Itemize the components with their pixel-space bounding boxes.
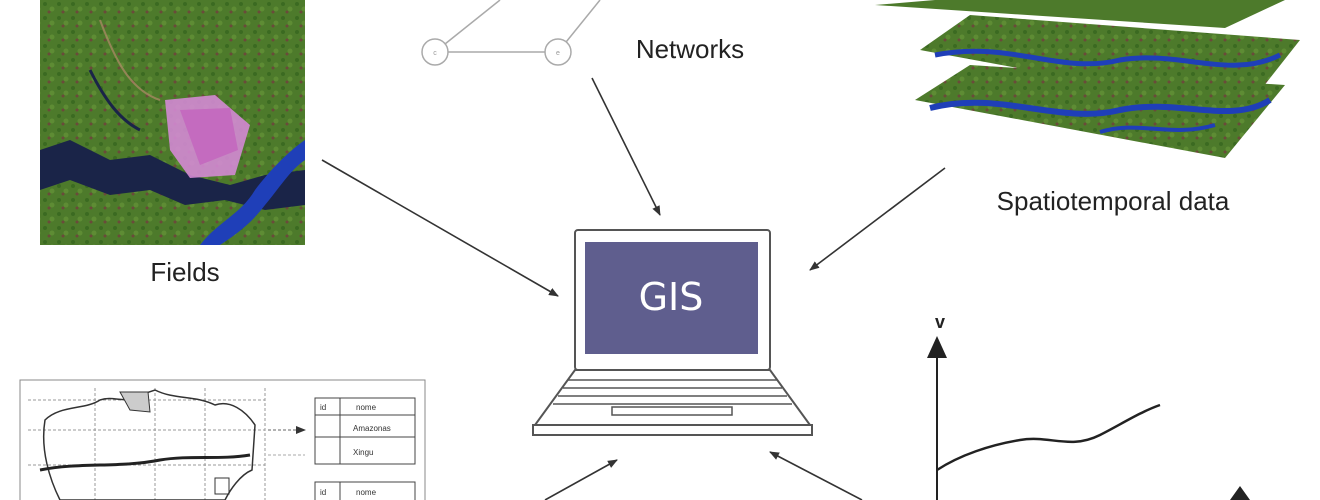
arrows [321, 77, 946, 500]
y-axis-label: v [935, 312, 945, 332]
arrow-spatiotemporal-to-gis [809, 167, 946, 271]
network-node-c-label: c [433, 50, 437, 57]
layer-1 [875, 0, 1285, 28]
attribute-table-1: id nome Amazonas Xingu [314, 397, 416, 465]
laptop-trackpad [611, 406, 733, 416]
fields-label: Fields [150, 257, 219, 287]
y-axis-arrowhead [927, 336, 947, 358]
laptop-base [533, 369, 812, 426]
arrow-objects-to-gis [544, 459, 618, 500]
network-node-c [421, 38, 449, 66]
arrow-fields-to-gis [321, 159, 559, 297]
network-node-e [544, 38, 572, 66]
laptop [532, 229, 813, 436]
networks-label: Networks [636, 34, 744, 64]
network-node-e-label: e [556, 50, 560, 57]
spatiotemporal-layers [875, 0, 1300, 158]
layer-3 [915, 65, 1285, 158]
spatiotemporal-label: Spatiotemporal data [997, 186, 1230, 216]
time-series-curve [936, 403, 1161, 472]
time-series-graph [927, 336, 1250, 500]
network-graph: c e [421, 0, 601, 66]
table1-header-nome: nome [356, 403, 377, 412]
gis-label: GIS [639, 275, 704, 319]
laptop-front-edge [532, 424, 813, 436]
table2-header-id: id [320, 488, 326, 497]
table2-header-nome: nome [356, 488, 377, 497]
fields-image [40, 0, 305, 245]
map-objects-panel: id nome Amazonas Xingu id nome [19, 379, 426, 500]
arrow-timeseries-to-gis [769, 451, 863, 500]
laptop-screen [585, 242, 758, 354]
x-axis-arrowhead [1230, 486, 1250, 500]
attribute-table-2: id nome [314, 481, 416, 500]
table1-row-1: Amazonas [353, 424, 391, 433]
table1-header-id: id [320, 403, 326, 412]
table1-row-2: Xingu [353, 448, 373, 457]
arrow-networks-to-gis [591, 77, 661, 216]
